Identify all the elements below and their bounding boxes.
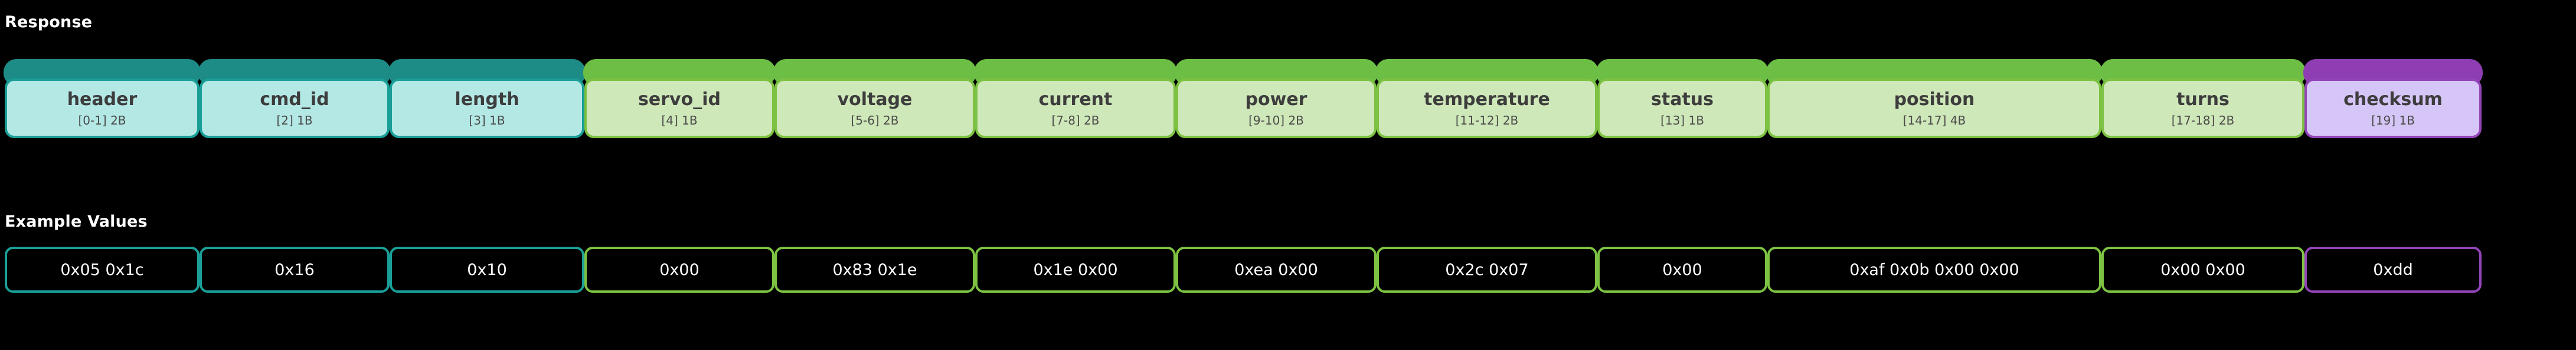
field-cell: turns [17-18] 2B bbox=[2101, 78, 2304, 138]
field-cell: position [14-17] 4B bbox=[1767, 78, 2101, 138]
field-cell: current [7-8] 2B bbox=[975, 78, 1176, 138]
field-box-position: position [14-17] 4B bbox=[1766, 59, 2103, 138]
field-box-length: length [3] 1B bbox=[388, 59, 586, 138]
field-name: checksum bbox=[2343, 89, 2443, 110]
field-name: temperature bbox=[1424, 89, 1550, 110]
value-box-turns: 0x00 0x00 bbox=[2101, 247, 2304, 293]
field-byte-range: [11-12] 2B bbox=[1455, 113, 1519, 128]
field-cell: voltage [5-6] 2B bbox=[774, 78, 975, 138]
field-byte-range: [5-6] 2B bbox=[851, 113, 899, 128]
field-byte-range: [14-17] 4B bbox=[1902, 113, 1966, 128]
field-box-checksum: checksum [19] 1B bbox=[2303, 59, 2483, 138]
field-byte-range: [9-10] 2B bbox=[1248, 113, 1304, 128]
value-text: 0x2c 0x07 bbox=[1445, 260, 1529, 279]
value-box-length: 0x10 bbox=[390, 247, 584, 293]
value-text: 0x83 0x1e bbox=[832, 260, 917, 279]
field-box-voltage: voltage [5-6] 2B bbox=[773, 59, 976, 138]
field-box-current: current [7-8] 2B bbox=[974, 59, 1177, 138]
field-byte-range: [13] 1B bbox=[1660, 113, 1704, 128]
field-box-power: power [9-10] 2B bbox=[1175, 59, 1378, 138]
field-boxes-row: header [0-1] 2B cmd_id [2] 1B length [3] 1B se… bbox=[4, 59, 2571, 138]
response-section-label: Response bbox=[5, 13, 93, 31]
value-text: 0x16 bbox=[274, 260, 315, 279]
field-byte-range: [0-1] 2B bbox=[78, 113, 126, 128]
field-name: cmd_id bbox=[260, 89, 329, 110]
field-byte-range: [4] 1B bbox=[661, 113, 698, 128]
value-text: 0x05 0x1c bbox=[60, 260, 144, 279]
example-values-section-label: Example Values bbox=[5, 212, 148, 231]
field-name: header bbox=[67, 89, 138, 110]
field-cell: servo_id [4] 1B bbox=[584, 78, 774, 138]
value-text: 0x00 bbox=[1662, 260, 1702, 279]
field-box-turns: turns [17-18] 2B bbox=[2100, 59, 2306, 138]
field-cell: cmd_id [2] 1B bbox=[200, 78, 390, 138]
field-name: length bbox=[455, 89, 519, 110]
field-name: position bbox=[1894, 89, 1975, 110]
value-box-cmd-id: 0x16 bbox=[200, 247, 390, 293]
value-text: 0xea 0x00 bbox=[1234, 260, 1318, 279]
field-cell: temperature [11-12] 2B bbox=[1377, 78, 1597, 138]
field-box-servo-id: servo_id [4] 1B bbox=[583, 59, 776, 138]
field-box-cmd-id: cmd_id [2] 1B bbox=[198, 59, 391, 138]
value-box-position: 0xaf 0x0b 0x00 0x00 bbox=[1767, 247, 2101, 293]
field-cell: header [0-1] 2B bbox=[5, 78, 200, 138]
field-name: current bbox=[1038, 89, 1113, 110]
field-name: turns bbox=[2176, 89, 2230, 110]
value-text: 0x1e 0x00 bbox=[1033, 260, 1118, 279]
value-box-status: 0x00 bbox=[1597, 247, 1767, 293]
field-byte-range: [3] 1B bbox=[469, 113, 505, 128]
field-box-header: header [0-1] 2B bbox=[4, 59, 201, 138]
field-box-temperature: temperature [11-12] 2B bbox=[1375, 59, 1598, 138]
value-text: 0xdd bbox=[2373, 260, 2413, 279]
field-cell: checksum [19] 1B bbox=[2304, 78, 2482, 138]
value-box-servo-id: 0x00 bbox=[584, 247, 774, 293]
field-byte-range: [17-18] 2B bbox=[2171, 113, 2235, 128]
value-box-checksum: 0xdd bbox=[2304, 247, 2482, 293]
field-cell: length [3] 1B bbox=[390, 78, 584, 138]
field-name: servo_id bbox=[638, 89, 721, 110]
field-cell: power [9-10] 2B bbox=[1176, 78, 1377, 138]
field-name: status bbox=[1651, 89, 1714, 110]
field-name: power bbox=[1245, 89, 1307, 110]
field-box-status: status [13] 1B bbox=[1596, 59, 1768, 138]
field-byte-range: [7-8] 2B bbox=[1051, 113, 1100, 128]
field-byte-range: [19] 1B bbox=[2371, 113, 2415, 128]
value-box-temperature: 0x2c 0x07 bbox=[1377, 247, 1597, 293]
field-name: voltage bbox=[837, 89, 913, 110]
value-text: 0x00 bbox=[659, 260, 699, 279]
value-box-current: 0x1e 0x00 bbox=[975, 247, 1176, 293]
value-boxes-row: 0x05 0x1c 0x16 0x10 0x00 0x83 0x1e 0x1e 0x00 0… bbox=[5, 247, 2571, 293]
value-box-power: 0xea 0x00 bbox=[1176, 247, 1377, 293]
value-box-header: 0x05 0x1c bbox=[5, 247, 200, 293]
field-cell: status [13] 1B bbox=[1597, 78, 1767, 138]
field-byte-range: [2] 1B bbox=[276, 113, 313, 128]
value-text: 0xaf 0x0b 0x00 0x00 bbox=[1849, 260, 2019, 279]
value-text: 0x00 0x00 bbox=[2160, 260, 2245, 279]
value-text: 0x10 bbox=[467, 260, 507, 279]
value-box-voltage: 0x83 0x1e bbox=[774, 247, 975, 293]
